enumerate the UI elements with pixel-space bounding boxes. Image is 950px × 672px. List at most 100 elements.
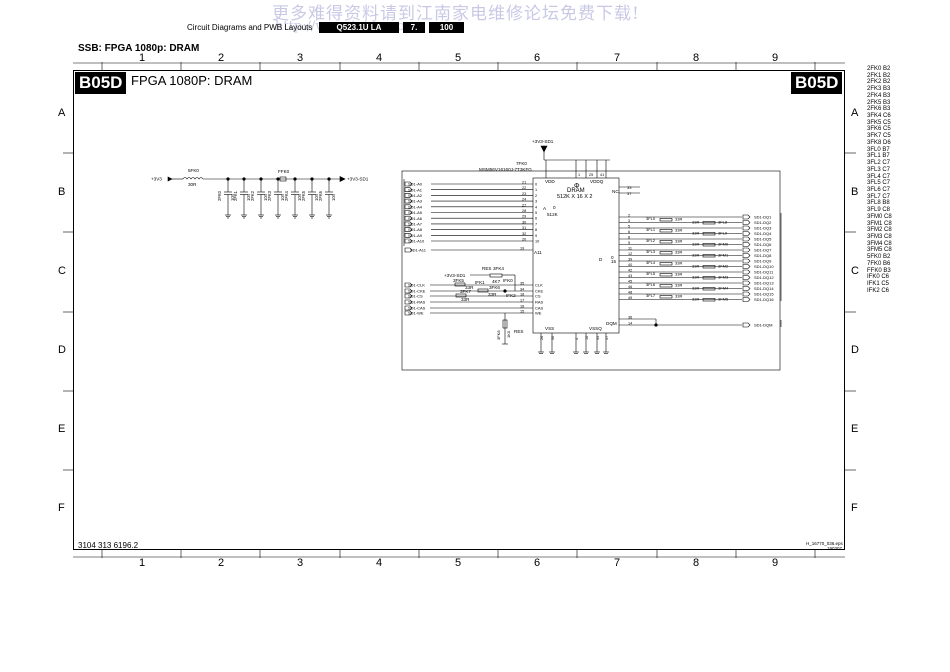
dq-net-label: SD1-DQ9	[754, 259, 772, 264]
chip-dq-label: D	[599, 257, 603, 262]
legend-entry: 3FL6 C7	[867, 186, 891, 193]
legend-entry: 3FK4 C6	[867, 113, 891, 120]
pin-number: 27	[522, 203, 526, 207]
legend-entry: 3FL3 C7	[867, 166, 891, 173]
net-port	[742, 242, 751, 247]
resistor-value: 33R	[465, 285, 474, 290]
net-port	[404, 288, 413, 294]
control-net-label: SD1-CS	[408, 294, 423, 299]
address-net-label: SD1-A2	[408, 193, 423, 198]
address-bit: 6	[535, 217, 537, 221]
fuse-ref: FFK0	[278, 169, 290, 174]
capacitor-ref: 2FK3	[267, 190, 272, 201]
test-point-label: IFK2	[506, 293, 516, 298]
control-pin-label: RAS	[535, 300, 544, 305]
resistor-value: 33R	[692, 297, 699, 302]
resistor-value: 33R	[692, 286, 699, 291]
resistor-ref: 3FK4	[493, 266, 504, 271]
capacitor-value: 10n	[280, 193, 285, 201]
column-label-top: 8	[692, 52, 700, 64]
net-port	[404, 299, 413, 305]
resistor-symbol	[659, 295, 673, 299]
column-label-top: 3	[296, 52, 304, 64]
control-pin-label: CLK	[535, 283, 543, 288]
legend-entry: 3FM2 C8	[867, 227, 892, 234]
net-port	[404, 293, 413, 299]
page-title: FPGA 1080P: DRAM	[131, 73, 253, 88]
dram-chip-body	[532, 177, 620, 334]
address-net-label: SD1-A4	[408, 204, 423, 209]
dq-net-label: SD1-DQ2	[754, 220, 772, 225]
file-date: 190307	[826, 546, 842, 551]
chip-addr-label: A	[543, 206, 547, 211]
legend-entry: 3FL5 C7	[867, 180, 891, 187]
resistor-value: 33R	[692, 242, 699, 247]
legend-entry: 2FK0 B2	[867, 66, 891, 72]
dqm-net-label: SD1-DQM	[754, 323, 772, 328]
legend-entry: 3FL0 B7	[867, 146, 890, 153]
address-net-label: SD1-A9	[408, 233, 423, 238]
pin-number: 14	[628, 322, 632, 326]
resistor-symbol	[702, 265, 716, 269]
address-net-label: SD1-A3	[408, 199, 423, 204]
address-bit: 3	[535, 200, 537, 204]
chip-addr-bit: 0	[553, 205, 556, 210]
dq-net-label: SD1-DQ15	[754, 292, 774, 297]
badge-left: B05D	[75, 72, 127, 94]
resistor-symbol	[659, 273, 673, 277]
address-bit: 2	[535, 194, 537, 198]
chip-name: DRAM	[567, 188, 585, 194]
dq-net-label: SD1-DQ1	[754, 215, 772, 220]
dq-net-label: SD1-DQ13	[754, 281, 774, 286]
dq-net-label: SD1-DQ16	[754, 297, 774, 302]
chip-vss-label: VSS	[545, 326, 554, 331]
column-label-top: 1	[138, 52, 146, 64]
junction-dot	[654, 323, 658, 327]
net-port	[404, 198, 413, 204]
pin-number: 23	[522, 192, 526, 196]
pin-number: 39	[628, 258, 632, 262]
supply-arrow	[540, 145, 548, 153]
legend-entry: 2FK4 B3	[867, 92, 891, 99]
net-port	[742, 286, 751, 291]
resistor-value: 33R	[692, 264, 699, 269]
column-label-top: 9	[771, 52, 779, 64]
pin-number: 21	[522, 181, 526, 185]
resistor-value: 33R	[461, 297, 470, 302]
capacitor-value: 10n	[246, 193, 251, 201]
resistor-value: 4K7	[492, 279, 501, 284]
test-point-label: IFK1	[475, 280, 485, 285]
address-bit: 5	[535, 211, 537, 215]
capacitor-value: 10n	[263, 193, 268, 201]
res-label: RES	[514, 329, 523, 334]
legend-entry: IFK0 C6	[867, 274, 890, 281]
row-label-right: E	[851, 423, 859, 435]
pin-number: 25	[589, 173, 593, 177]
legend-entry: 3FL4 C7	[867, 173, 891, 180]
chip-supply-label: +3V3-SD1	[532, 139, 554, 144]
pin-number: 16	[520, 305, 524, 309]
column-label-top: 5	[454, 52, 462, 64]
resistor-array-ref: 3FM4	[718, 286, 729, 291]
legend-entry: 3FL7 C7	[867, 193, 891, 200]
coil-ref: 5FK0	[188, 168, 199, 173]
legend-entry: 2FK6 B3	[867, 106, 891, 113]
dq-net-label: SD1-DQ10	[754, 264, 774, 269]
legend-entry: 3FL9 C8	[867, 207, 891, 214]
address-net-label: SD1-A7	[408, 222, 423, 227]
legend-entry: 3FM3 C8	[867, 233, 892, 240]
resistor-array-ref: 3FL7	[646, 293, 656, 298]
pin-number: 18	[520, 293, 524, 297]
net-port	[404, 282, 413, 288]
chip-nc-label: NC	[612, 189, 619, 194]
resistor-value: 33R	[675, 228, 682, 233]
pin-number: 32	[522, 232, 526, 236]
net-port	[404, 305, 413, 311]
pin-number: 22	[522, 186, 526, 190]
resistor-array-ref: 3FL9	[718, 231, 728, 236]
resistor-symbol	[702, 298, 716, 302]
row-label-right: A	[851, 107, 859, 119]
legend-entry: FFK0 B3	[867, 267, 891, 274]
address-net-label: SD1-A1	[408, 187, 423, 192]
dq-net-label: SD1-DQ7	[754, 248, 772, 253]
